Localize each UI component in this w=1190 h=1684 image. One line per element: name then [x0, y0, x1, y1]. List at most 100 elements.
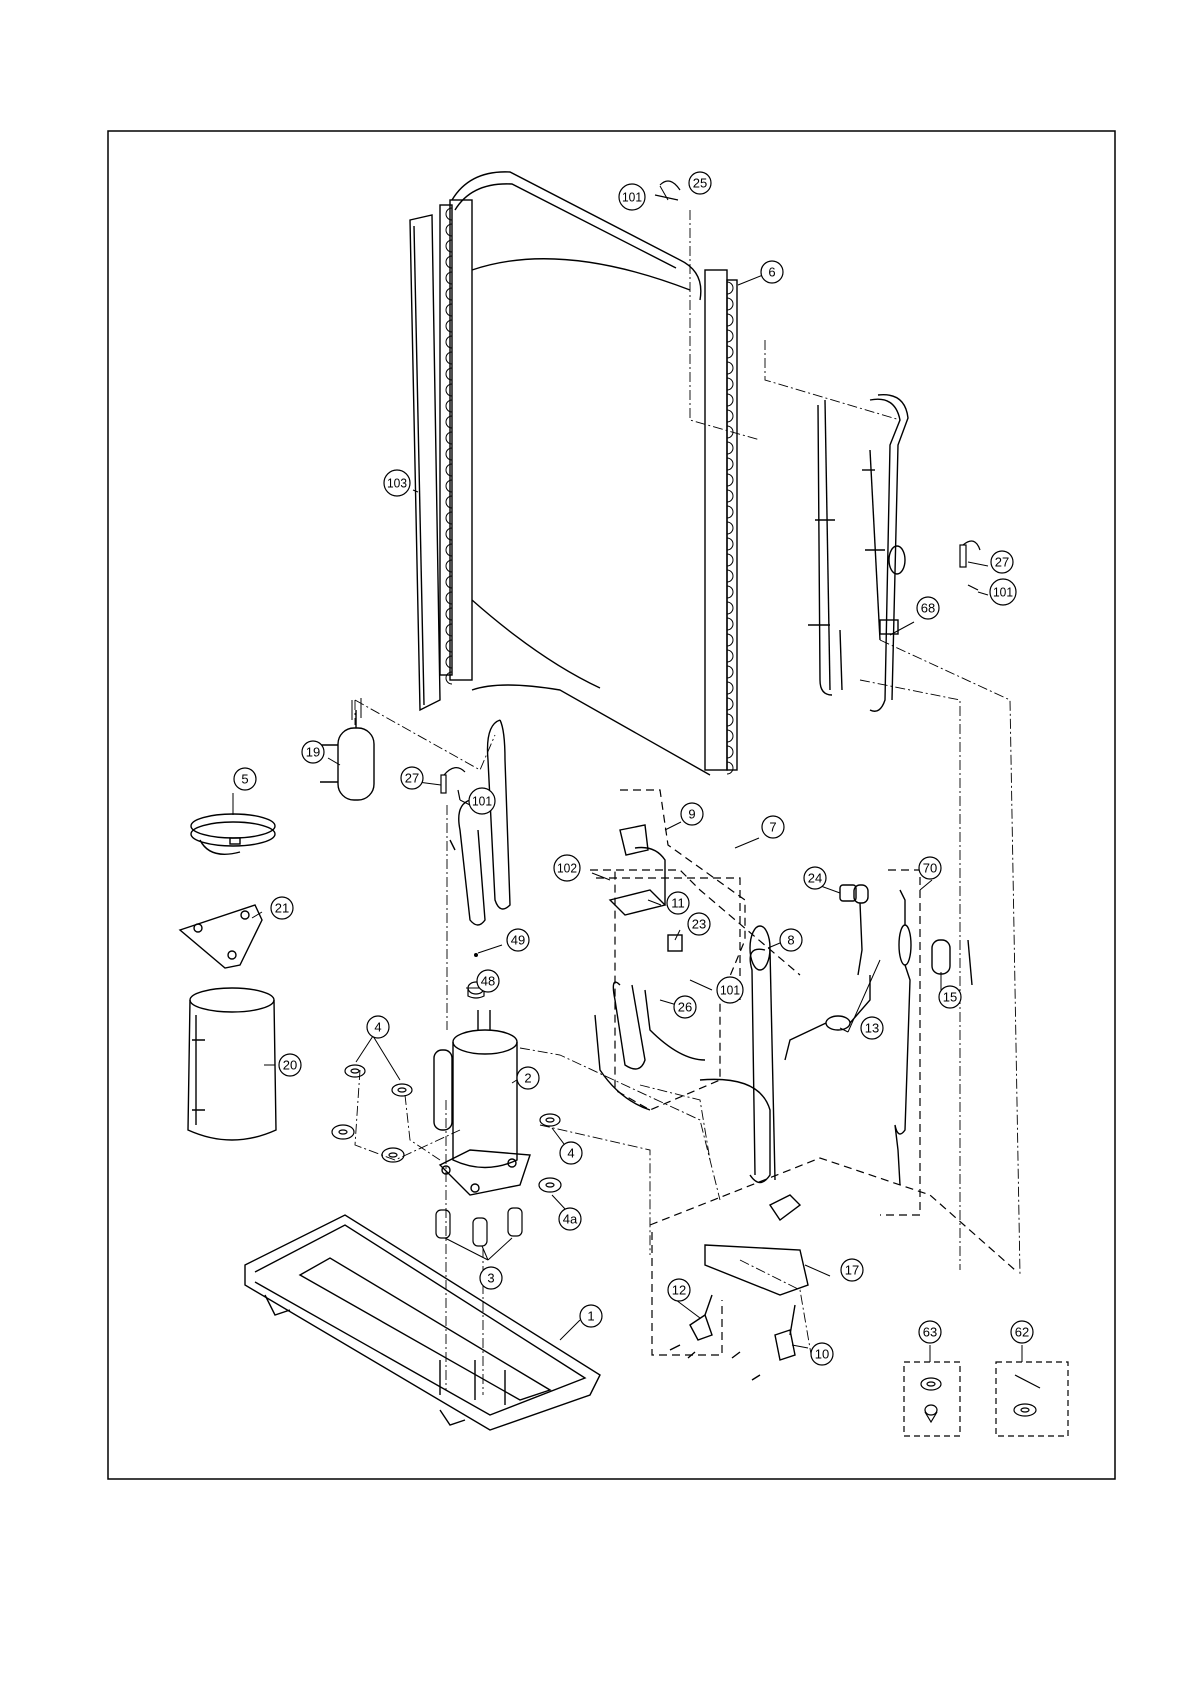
hairpin — [446, 400, 452, 412]
hairpin — [446, 240, 452, 252]
hairpin — [446, 624, 452, 636]
callout-label: 9 — [688, 807, 695, 822]
hairpin — [727, 730, 733, 742]
callout-label: 26 — [678, 1000, 692, 1015]
sound-jacket — [188, 988, 276, 1140]
callout-bubbles: 2510161032710168192710159710211247021234… — [234, 172, 1033, 1365]
callout-label: 6 — [768, 265, 775, 280]
callout-c101c: 101 — [469, 788, 495, 814]
accumulator — [320, 698, 374, 800]
callout-c4a_top: 4 — [367, 1016, 389, 1038]
diagram-frame — [108, 131, 1115, 1479]
callout-c27a: 27 — [991, 551, 1013, 573]
service-valves — [670, 1195, 808, 1380]
hairpin — [727, 298, 733, 310]
hairpin — [727, 346, 733, 358]
callout-label: 8 — [787, 933, 794, 948]
side-plate — [410, 215, 440, 710]
hairpin — [446, 560, 452, 572]
callout-c70: 70 — [919, 857, 941, 879]
hairpin — [727, 698, 733, 710]
hairpin — [727, 394, 733, 406]
coil-hairpins-left — [446, 208, 452, 684]
callout-c25: 25 — [689, 172, 711, 194]
hairpin — [727, 410, 733, 422]
callout-label: 4 — [374, 1020, 381, 1035]
callout-label: 103 — [387, 476, 407, 491]
callout-label: 1 — [587, 1309, 594, 1324]
hairpin — [446, 592, 452, 604]
hairpin — [727, 570, 733, 582]
callout-c12: 12 — [668, 1279, 690, 1301]
callout-c7: 7 — [762, 816, 784, 838]
hairpin — [727, 442, 733, 454]
hairpin — [727, 746, 733, 758]
hairpin — [727, 474, 733, 486]
hairpin — [727, 682, 733, 694]
piping-assembly — [808, 395, 908, 712]
hairpin — [727, 762, 733, 774]
hairpin — [446, 272, 452, 284]
callout-label: 101 — [993, 585, 1013, 600]
callout-label: 20 — [283, 1058, 297, 1073]
callout-label: 68 — [921, 601, 935, 616]
callout-c3: 3 — [480, 1267, 502, 1289]
hairpin — [446, 528, 452, 540]
callout-c68: 68 — [917, 597, 939, 619]
hairpin — [446, 512, 452, 524]
callout-label: 3 — [487, 1271, 494, 1286]
callout-label: 19 — [306, 745, 320, 760]
callout-label: 4a — [563, 1212, 578, 1227]
hairpin — [727, 330, 733, 342]
callout-c4a: 4a — [559, 1208, 581, 1230]
hairpin — [446, 320, 452, 332]
leader-lines — [355, 210, 1020, 1395]
callout-label: 48 — [481, 974, 495, 989]
callout-label: 7 — [769, 820, 776, 835]
callout-c5: 5 — [234, 768, 256, 790]
coil-hairpins-right — [727, 282, 733, 774]
hairpin — [446, 480, 452, 492]
callout-label: 13 — [865, 1021, 879, 1036]
callout-c103: 103 — [384, 470, 410, 496]
condenser-coil — [440, 172, 737, 775]
callout-c1: 1 — [580, 1305, 602, 1327]
callout-c49: 49 — [507, 929, 529, 951]
callout-c4b: 4 — [560, 1142, 582, 1164]
callout-c9: 9 — [681, 803, 703, 825]
u-pipes-left — [450, 720, 510, 925]
callout-c6: 6 — [761, 261, 783, 283]
callout-c62: 62 — [1011, 1321, 1033, 1343]
callout-label: 4 — [567, 1146, 574, 1161]
callout-c101b: 101 — [990, 579, 1016, 605]
hairpin — [446, 352, 452, 364]
callout-label: 2 — [524, 1071, 531, 1086]
callout-c13: 13 — [861, 1017, 883, 1039]
hairpin — [727, 714, 733, 726]
callout-c20: 20 — [279, 1054, 301, 1076]
callout-label: 12 — [672, 1283, 686, 1298]
callout-c11: 11 — [667, 892, 689, 914]
hairpin — [727, 586, 733, 598]
callout-c102: 102 — [554, 855, 580, 881]
hairpin — [446, 576, 452, 588]
compressor — [434, 1010, 530, 1195]
callout-label: 27 — [405, 771, 419, 786]
callout-label: 21 — [275, 901, 289, 916]
callout-label: 62 — [1015, 1325, 1029, 1340]
hairpin — [446, 368, 452, 380]
callout-c19: 19 — [302, 741, 324, 763]
callout-label: 25 — [693, 176, 707, 191]
callout-label: 23 — [692, 917, 706, 932]
hairpin — [446, 384, 452, 396]
callout-label: 15 — [943, 990, 957, 1005]
callout-c63: 63 — [919, 1321, 941, 1343]
sensor-25 — [655, 181, 680, 200]
hairpin — [727, 314, 733, 326]
callout-c48: 48 — [477, 970, 499, 992]
hairpin — [727, 634, 733, 646]
hairpin — [727, 282, 733, 294]
hairpin — [446, 496, 452, 508]
sensor-27-left — [441, 768, 465, 800]
callout-label: 24 — [808, 871, 822, 886]
